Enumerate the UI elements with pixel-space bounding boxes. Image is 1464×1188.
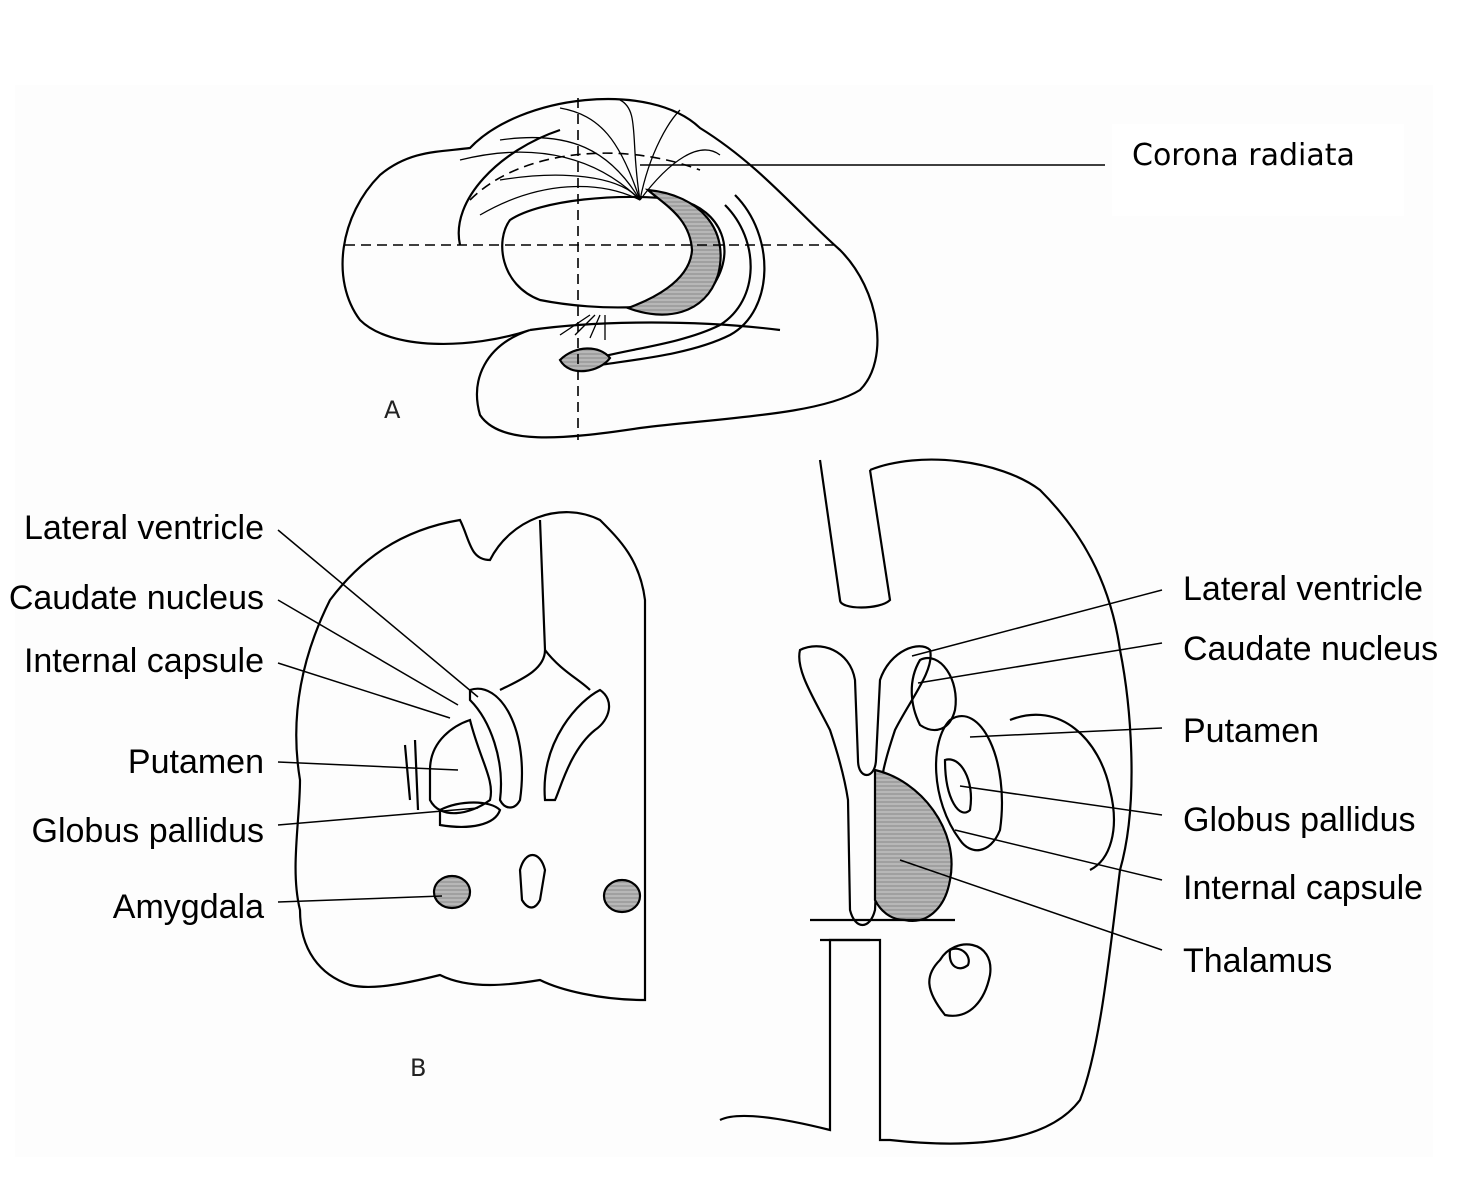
dashed-arc [469,152,701,201]
label-coronal-lateral-ventricle: Lateral ventricle [23,509,264,547]
leader-axial-internal-capsule [954,829,1163,881]
globus-axial [943,758,973,814]
leader-axial-caudate-nucleus [917,642,1163,684]
leader-coronal-caudate-nucleus [277,599,459,706]
axial-brain-view [719,458,1133,1145]
brainstem-axial [928,943,992,1017]
axial-outline [719,458,1133,1145]
leader-axial-lateral-ventricle [911,589,1163,657]
leader-coronal-globus-pallidus [277,807,479,826]
brainstem-inner [948,947,970,970]
label-corona-radiata: Corona radiata [1132,138,1355,173]
inner-curve-1 [589,204,752,362]
axial-midline-gap [818,459,892,609]
leader-axial-thalamus [899,859,1163,951]
label-coronal-caudate-nucleus: Caudate nucleus [8,579,264,617]
insula-folds [403,739,420,811]
lateral-ventricle-shaded [624,188,722,316]
corona-label-box [1112,124,1404,216]
lateral-brain-outline [341,97,879,439]
sulcus-coronal-2 [544,649,591,691]
label-coronal-putamen: Putamen [127,743,264,781]
leader-axial-putamen [969,727,1163,738]
lateral-ventricle-axial [798,645,932,927]
amygdala-coronal-left [432,874,472,910]
leader-coronal-internal-capsule [277,662,451,719]
panel-b-letter: B [410,1054,427,1082]
leader-coronal-amygdala [277,895,443,903]
leader-coronal-putamen [277,761,459,771]
putamen-coronal [428,718,493,815]
amygdala-lateral [558,347,612,373]
temporal-groove [529,321,781,332]
thalamus-axial [873,768,953,923]
tectum [810,918,955,942]
label-coronal-internal-capsule: Internal capsule [23,642,264,680]
label-axial-internal-capsule: Internal capsule [1183,869,1424,907]
globus-coronal [438,801,502,828]
caudate-axial [910,657,957,732]
insula-axial [1009,713,1115,871]
corona-fibers [459,99,721,340]
ventricle-coronal-right [543,688,611,802]
label-axial-putamen: Putamen [1183,712,1320,750]
leader-axial-globus-pallidus [959,785,1163,816]
label-coronal-globus-pallidus: Globus pallidus [31,812,264,850]
amygdala-coronal-right [602,878,642,914]
putamen-axial [935,715,1004,852]
leader-lines [277,164,1163,951]
lateral-brain-view [341,97,879,440]
panel-a-letter: A [384,396,401,424]
label-axial-caudate-nucleus: Caudate nucleus [1183,630,1439,668]
label-coronal-amygdala: Amygdala [112,888,264,926]
caudate-coronal [468,687,524,809]
label-axial-thalamus: Thalamus [1183,942,1333,980]
inner-curve-2 [599,194,766,367]
coronal-outline-left [294,511,647,1002]
hemisphere-arc [457,128,561,246]
third-ventricle-coronal [518,853,547,909]
leader-coronal-lateral-ventricle [277,529,479,698]
label-axial-globus-pallidus: Globus pallidus [1183,801,1416,839]
sulcus-coronal-1 [499,519,547,691]
label-axial-lateral-ventricle: Lateral ventricle [1183,570,1424,608]
coronal-brain-view [294,511,647,1002]
